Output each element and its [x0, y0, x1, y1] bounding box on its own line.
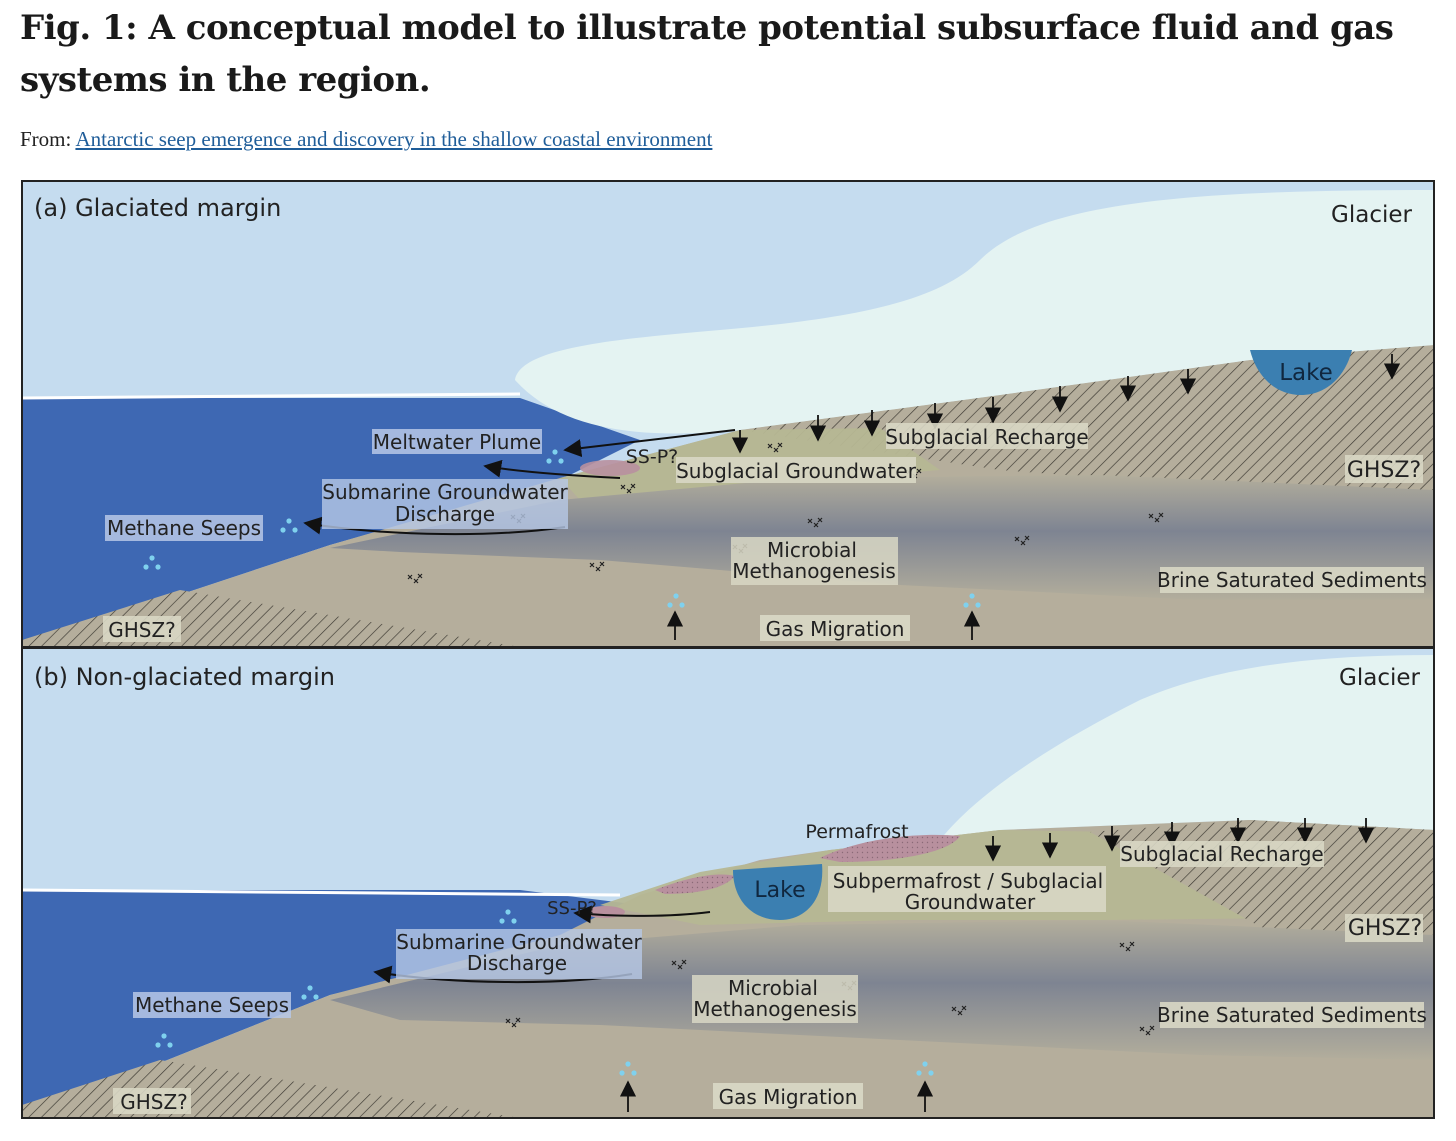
- sgd-label-line1-a: Submarine Groundwater: [322, 480, 568, 504]
- ssp-label-b: SS-P?: [547, 898, 597, 919]
- brine-label-b: Brine Saturated Sediments: [1157, 1003, 1427, 1027]
- subglacial-recharge-label-b: Subglacial Recharge: [1120, 842, 1323, 866]
- meltwater-plume-label: Meltwater Plume: [373, 430, 541, 454]
- permafrost-label: Permafrost: [805, 821, 908, 843]
- source-line: From: Antarctic seep emergence and disco…: [20, 127, 712, 152]
- sgd-label-line2-a: Discharge: [395, 502, 495, 526]
- brine-label-a: Brine Saturated Sediments: [1157, 568, 1427, 592]
- ghsz-left-label-b: GHSZ?: [120, 1090, 188, 1114]
- subglacial-recharge-label-a: Subglacial Recharge: [885, 425, 1088, 449]
- subpermafrost-label-line2: Groundwater: [905, 890, 1036, 914]
- from-label: From:: [20, 127, 72, 151]
- permafrost-patch-b: [820, 834, 960, 862]
- lake-a: [1250, 350, 1352, 395]
- panel-a: (a) Glaciated margin Glacier Lake Meltwa…: [22, 181, 1434, 647]
- glacier-label-a: Glacier: [1331, 202, 1412, 228]
- source-article-link[interactable]: Antarctic seep emergence and discovery i…: [75, 127, 713, 151]
- sgd-label-line1-b: Submarine Groundwater: [396, 930, 642, 954]
- gas-migration-label-b: Gas Migration: [719, 1085, 858, 1109]
- glacier-label-b: Glacier: [1339, 665, 1420, 691]
- subpermafrost-label-line1: Subpermafrost / Subglacial: [833, 869, 1103, 893]
- ghsz-right-label-b: GHSZ?: [1348, 916, 1422, 941]
- panel-b-border: [21, 647, 1435, 1119]
- methanogenesis-label-line1-b: Microbial: [728, 976, 818, 1000]
- gas-migration-label-a: Gas Migration: [766, 617, 905, 641]
- panel-a-label: (a) Glaciated margin: [34, 194, 281, 222]
- subglacial-groundwater-label: Subglacial Groundwater: [676, 459, 917, 483]
- panel-b-label: (b) Non-glaciated margin: [34, 663, 335, 691]
- panel-b: (b) Non-glaciated margin Glacier Permafr…: [22, 648, 1434, 1118]
- methanogenesis-label-line1-a: Microbial: [767, 538, 857, 562]
- sgd-label-line2-b: Discharge: [467, 951, 567, 975]
- methane-seeps-label-a: Methane Seeps: [107, 516, 261, 540]
- ghsz-left-label-a: GHSZ?: [108, 618, 176, 642]
- ssp-label-a: SS-P?: [626, 446, 679, 468]
- glacier-a: [515, 190, 1434, 434]
- ghsz-right-label-a: GHSZ?: [1347, 458, 1421, 483]
- methanogenesis-label-line2-b: Methanogenesis: [693, 997, 857, 1021]
- methanogenesis-label-line2-a: Methanogenesis: [732, 559, 896, 583]
- methane-seeps-label-b: Methane Seeps: [135, 993, 289, 1017]
- lake-b: [733, 864, 823, 920]
- lake-label-a: Lake: [1279, 360, 1333, 386]
- figure-title: Fig. 1: A conceptual model to illustrate…: [20, 8, 1394, 100]
- glacier-b: [940, 655, 1434, 840]
- lake-label-b: Lake: [754, 878, 805, 903]
